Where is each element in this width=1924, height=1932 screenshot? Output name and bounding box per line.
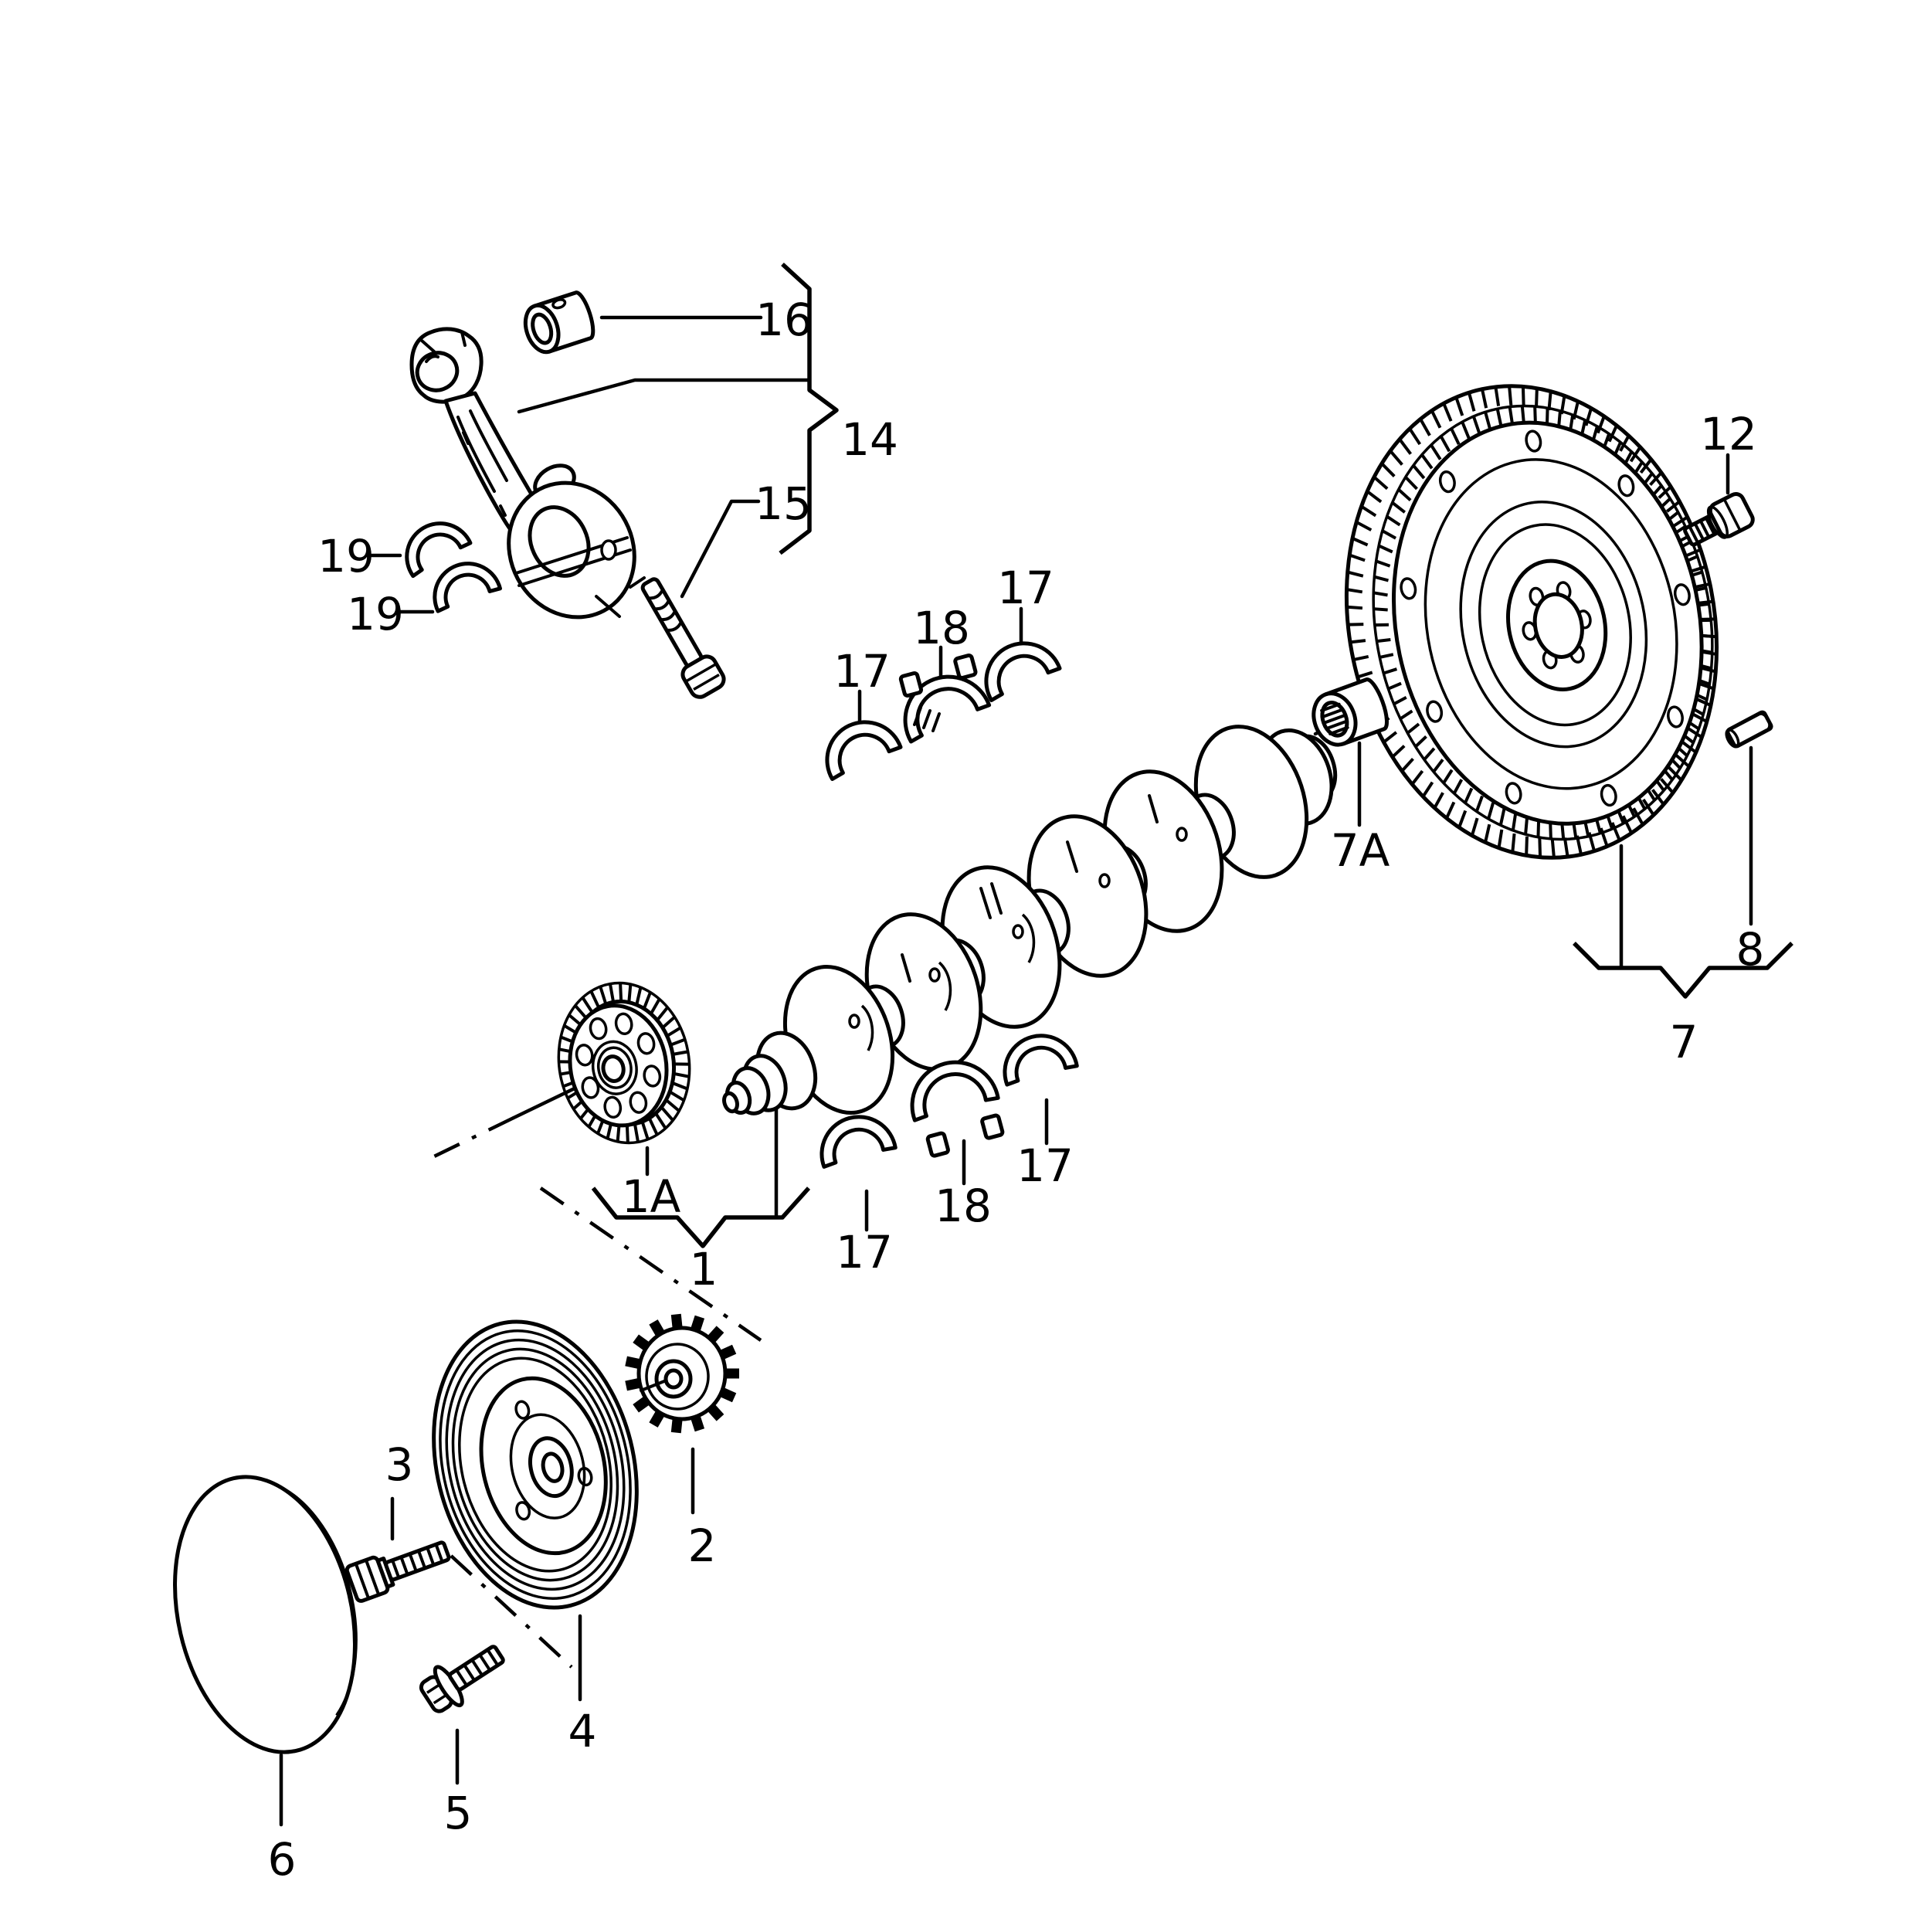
axis-line-gear (432, 1115, 514, 1160)
bracket-1 (591, 1187, 811, 1248)
main-bearing-shell-17-top-right[interactable] (978, 635, 1064, 703)
crankshaft-details (848, 794, 1188, 1051)
vibration-damper-pulley[interactable] (405, 1300, 665, 1629)
bracket-7 (1573, 942, 1793, 999)
part-label-16[interactable]: 16 (755, 294, 813, 346)
needle-rollers (1320, 702, 1349, 735)
part-label-19-upper[interactable]: 19 (317, 530, 375, 582)
piston-pin-bushing[interactable] (520, 290, 597, 356)
part-label-17-low-right[interactable]: 17 (1016, 1139, 1074, 1192)
part-label-4[interactable]: 4 (568, 1705, 597, 1757)
callouts: 16 14 15 19 19 17 18 17 12 7A 8 7 1A 1 1… (268, 294, 1765, 1886)
part-label-1a[interactable]: 1A (622, 1170, 681, 1223)
crankshaft-gear[interactable] (625, 1313, 739, 1434)
part-label-1[interactable]: 1 (690, 1243, 718, 1295)
timing-gear[interactable] (546, 973, 702, 1153)
part-label-6[interactable]: 6 (268, 1833, 297, 1886)
part-label-7a[interactable]: 7A (1331, 824, 1390, 877)
part-label-17-top-right[interactable]: 17 (997, 562, 1054, 614)
conrod-bearing-shell-lower[interactable] (426, 554, 502, 613)
leader-15 (680, 499, 761, 599)
part-label-3[interactable]: 3 (385, 1438, 414, 1491)
part-label-5[interactable]: 5 (444, 1787, 473, 1839)
leader-14 (517, 378, 810, 414)
part-label-17-low-left[interactable]: 17 (836, 1226, 893, 1278)
part-label-19-lower[interactable]: 19 (347, 588, 404, 640)
thrust-bearing-shell-18-low[interactable] (902, 1053, 1008, 1159)
part-label-7[interactable]: 7 (1670, 1016, 1698, 1068)
part-label-8[interactable]: 8 (1736, 923, 1765, 976)
flywheel-bolt[interactable] (1680, 491, 1756, 553)
part-label-14[interactable]: 14 (841, 413, 898, 466)
flywheel[interactable] (1304, 351, 1759, 893)
needle-bearing[interactable] (1307, 677, 1392, 750)
crankshaft[interactable] (722, 712, 1343, 1127)
part-label-12[interactable]: 12 (1700, 408, 1757, 460)
axis-line-crank-nose (539, 1187, 762, 1342)
thrust-bearing-shell-18-top[interactable] (892, 653, 993, 744)
main-bearing-shell-17-top-left[interactable] (819, 714, 904, 782)
axis-line-pulley (450, 1554, 573, 1669)
damper-disc[interactable] (149, 1458, 381, 1770)
main-bearing-shell-17-low-left[interactable] (813, 1109, 898, 1169)
dowel-pin[interactable] (1724, 710, 1773, 749)
shell-18-top-hatch (913, 706, 941, 732)
bracket-14 (779, 262, 839, 555)
part-label-18-low[interactable]: 18 (935, 1180, 992, 1232)
pulley-bolt[interactable] (344, 1533, 453, 1603)
part-label-2[interactable]: 2 (688, 1519, 717, 1572)
connecting-rod[interactable] (409, 327, 658, 640)
flywheel-center-bore (1532, 592, 1584, 659)
damper-bolt[interactable] (416, 1635, 511, 1719)
part-label-15[interactable]: 15 (755, 477, 812, 530)
conrod-bearing-shell-upper[interactable] (398, 514, 474, 579)
part-label-17-top-left[interactable]: 17 (833, 645, 891, 698)
conrod-bolt[interactable] (633, 573, 728, 701)
part-label-18-top[interactable]: 18 (913, 602, 970, 654)
main-bearing-shell-17-low-right[interactable] (996, 1027, 1079, 1087)
